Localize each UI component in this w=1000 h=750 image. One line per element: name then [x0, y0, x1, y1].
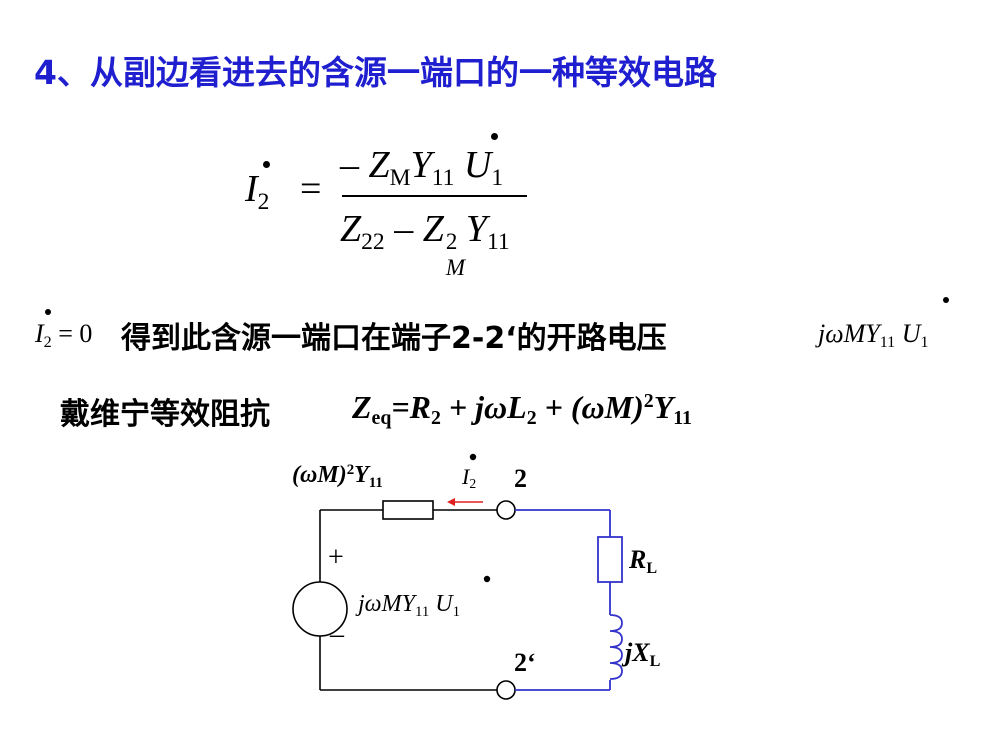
dot-icon	[491, 133, 498, 140]
dot-icon	[45, 309, 51, 315]
inductor-xl	[609, 614, 623, 680]
terminal-2-label: 2	[514, 464, 527, 493]
formula-numerator: – ZMY11 U1	[340, 144, 504, 191]
thevenin-line: 戴维宁等效阻抗 Zeq=R2 + jωL2 + (ωM)2Y11	[60, 385, 960, 435]
rl-label: RL	[629, 545, 658, 578]
slide-title: 4、从副边看进去的含源一端口的一种等效电路	[34, 53, 717, 92]
minus-sign: –	[330, 619, 344, 650]
condition-expression: I2 = 0	[35, 319, 93, 352]
terminal-2-prime	[496, 680, 516, 700]
current-label: I2	[462, 464, 477, 492]
resistor-rl	[597, 536, 623, 583]
formula-lhs: I2	[245, 168, 270, 215]
formula-equals: =	[300, 168, 322, 210]
thevenin-formula: Zeq=R2 + jωL2 + (ωM)2Y11	[352, 389, 692, 430]
open-circuit-text: 得到此含源一端口在端子2-2‘的开路电压	[121, 321, 667, 356]
thevenin-text: 戴维宁等效阻抗	[60, 397, 270, 432]
voltage-source-icon	[292, 581, 348, 637]
dot-icon	[943, 297, 949, 303]
condition-line: I2 = 0 得到此含源一端口在端子2-2‘的开路电压 jωMY11 U1	[35, 297, 975, 365]
load-wires	[515, 509, 623, 691]
fraction-bar	[342, 195, 527, 197]
open-circuit-voltage: jωMY11 U1	[818, 319, 929, 352]
impedance-label: (ωM)2Y11	[292, 461, 383, 491]
source-label: jωMY11 U1	[358, 591, 461, 620]
source-loop-wires	[319, 509, 497, 691]
dot-icon	[263, 161, 270, 168]
dot-icon	[469, 453, 477, 461]
plus-sign: +	[328, 542, 344, 573]
impedance-box	[382, 500, 434, 520]
current-arrow-icon	[447, 498, 483, 506]
terminal-2	[496, 500, 516, 520]
terminal-2-prime-label: 2‘	[514, 648, 536, 677]
dot-icon	[483, 575, 491, 583]
xl-label: jXL	[625, 638, 661, 671]
